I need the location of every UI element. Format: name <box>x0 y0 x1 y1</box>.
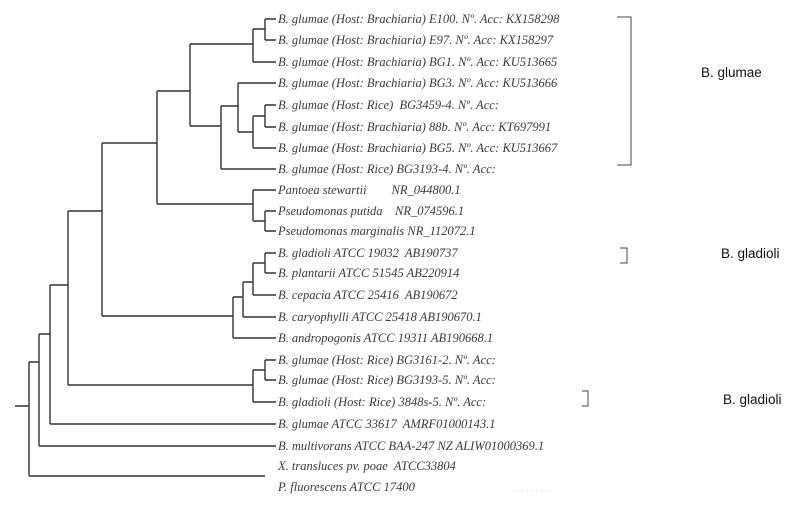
clade-label-gladioli-2: B. gladioli <box>723 392 782 407</box>
leaf-label: B. multivorans ATCC BAA-247 NZ ALIW01000… <box>278 439 544 453</box>
branch-node-10 <box>67 210 253 386</box>
leaf-label: B. glumae (Host: Rice) BG3459-4. Nº. Acc… <box>278 98 499 112</box>
leaf-label: B. glumae (Host: Rice) BG3193-5. Nº. Acc… <box>278 373 496 387</box>
clade-label-glumae: B. glumae <box>701 65 762 80</box>
branch-glumae-lower <box>220 82 276 170</box>
branch-outgroup-clade <box>252 189 276 232</box>
leaf-label: B. glumae (Host: Brachiaria) BG3. Nº. Ac… <box>278 76 558 90</box>
leaf-label: Pseudomonas marginalis NR_112072.1 <box>277 224 476 238</box>
leaf-label: B. glumae (Host: Brachiaria) BG5. Nº. Ac… <box>278 141 558 155</box>
branch-glumae-top <box>252 18 276 63</box>
branch-node-11 <box>49 284 276 425</box>
leaf-label: Pseudomonas putida NR_074596.1 <box>277 204 464 218</box>
leaf-label: B. glumae (Host: Rice) BG3161-2. Nº. Acc… <box>278 353 496 367</box>
branch-rice-clade <box>252 359 276 403</box>
leaf-label: P. fluorescens ATCC 17400 <box>277 480 416 494</box>
branch-node-8 <box>156 90 253 205</box>
leaf-label: B. glumae (Host: Brachiaria) E97. Nº. Ac… <box>278 33 554 47</box>
clade-brackets: B. glumae B. gladioli B. gladioli <box>582 16 782 407</box>
branch-node-12 <box>38 333 276 447</box>
leaf-label: B. gladioli ATCC 19032 AB190737 <box>278 246 458 260</box>
branch-node-7 <box>189 43 253 127</box>
gladioli-bracket-2 <box>582 390 589 407</box>
leaf-label: X. transluces pv. poae ATCC33804 <box>277 459 456 473</box>
clade-label-gladioli-1: B. gladioli <box>721 246 780 261</box>
leaf-label: B. glumae (Host: Brachiaria) 88b. Nº. Ac… <box>278 120 551 134</box>
branch-node-9 <box>101 142 233 317</box>
gladioli-bracket-1 <box>620 247 628 264</box>
leaf-label: B. glumae (Host: Brachiaria) BG1. Nº. Ac… <box>278 55 557 69</box>
glumae-bracket <box>617 16 632 166</box>
leaf-label: B. glumae ATCC 33617 AMRF01000143.1 <box>278 417 495 431</box>
leaf-label: B. andropogonis ATCC 19311 AB190668.1 <box>278 331 493 345</box>
leaf-label: B. glumae (Host: Brachiaria) E100. Nº. A… <box>278 12 560 26</box>
branch-gladioli-clade <box>232 252 276 339</box>
tree-branches <box>15 18 276 477</box>
leaf-label: B. cepacia ATCC 25416 AB190672 <box>278 288 458 302</box>
leaf-label: B. glumae (Host: Rice) BG3193-4. Nº. Acc… <box>278 162 496 176</box>
leaf-label: B. plantarii ATCC 51545 AB220914 <box>278 266 459 280</box>
leaf-label: Pantoea stewartii NR_044800.1 <box>277 183 461 197</box>
leaf-label: B. gladioli (Host: Rice) 3848s-5. Nº. Ac… <box>278 395 486 409</box>
root-branch <box>15 361 265 477</box>
leaf-label: B. caryophylli ATCC 25418 AB190670.1 <box>278 310 482 324</box>
leaf-labels: B. glumae (Host: Brachiaria) E100. Nº. A… <box>277 12 560 494</box>
